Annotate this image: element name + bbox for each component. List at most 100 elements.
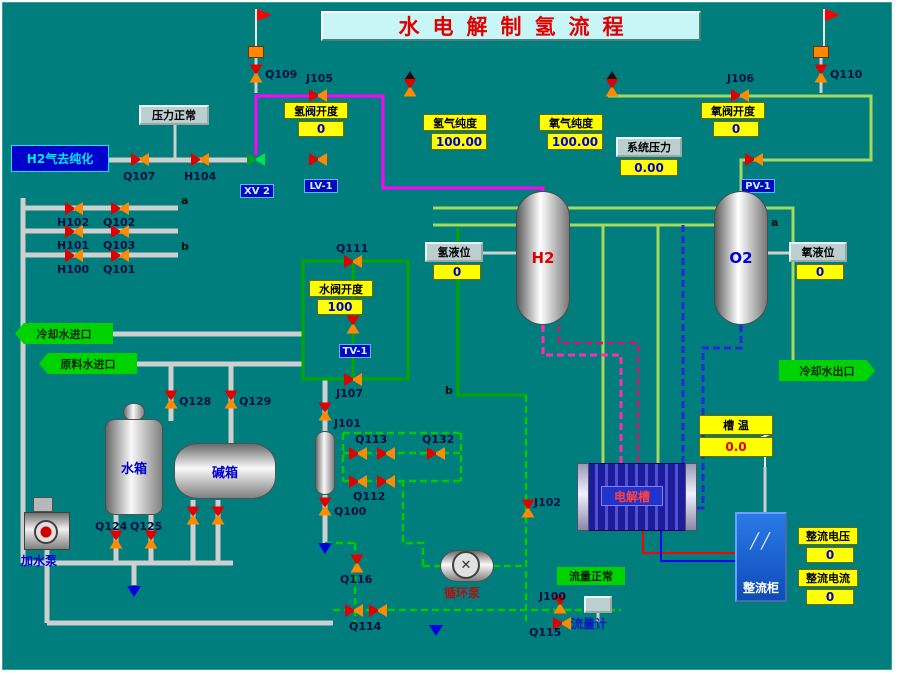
feed-pump-impeller-icon — [34, 520, 58, 544]
valve-label-j102: J102 — [534, 496, 562, 509]
system-pressure-value: 0.00 — [620, 159, 678, 176]
valve-label-q124: Q124 — [95, 520, 128, 533]
rectifier-symbol-icon: ╱╱ — [749, 532, 773, 550]
valve-q101[interactable] — [111, 249, 129, 262]
valve-j107[interactable] — [344, 373, 362, 386]
valve-q132[interactable] — [427, 447, 445, 460]
water-tank-label: 水箱 — [120, 461, 147, 477]
valve-q113-a[interactable] — [349, 447, 367, 460]
valve-j105[interactable] — [309, 89, 327, 102]
electrolyzer-endcap — [577, 463, 589, 531]
valve-h104[interactable] — [191, 153, 209, 166]
valve-j106[interactable] — [731, 89, 749, 102]
valve-label-h100: H100 — [57, 263, 90, 276]
valve-q124[interactable] — [110, 531, 123, 549]
valve-label-q113: Q113 — [355, 433, 388, 446]
valve-actuator-icon — [607, 71, 617, 79]
rectifier-label: 整流柜 — [742, 581, 779, 595]
valve-label-q116: Q116 — [340, 573, 373, 586]
o2-valve-opening-label: 氧阀开度 — [701, 102, 765, 119]
dc-cable-positive — [642, 531, 736, 554]
drain-arrow-icon — [429, 625, 443, 636]
valve-q111[interactable] — [344, 255, 362, 268]
system-pressure-label: 系统压力 — [616, 137, 682, 157]
drain-arrow-icon — [127, 586, 141, 597]
valve-label-q103: Q103 — [103, 239, 136, 252]
rectifier-cabinet[interactable]: ╱╱ 整流柜 — [735, 512, 787, 602]
electrolyzer-endcap — [685, 463, 697, 531]
h2-level-label: 氢液位 — [425, 242, 483, 262]
valve-label-j105: J105 — [306, 72, 334, 85]
valve-q125[interactable] — [145, 531, 158, 549]
rectifier-voltage-value: 0 — [806, 547, 854, 563]
valve-q112-b[interactable] — [377, 475, 395, 488]
alkali-drain-valve-1[interactable] — [187, 507, 200, 525]
o2-separator-label: O2 — [729, 249, 753, 267]
valve-j101[interactable] — [319, 403, 332, 421]
valve-q128[interactable] — [165, 391, 178, 409]
o2-separator-vessel: O2 — [714, 191, 768, 325]
valve-q115[interactable] — [553, 617, 571, 630]
circulation-pump-impeller-icon — [452, 551, 480, 579]
o2-purity-valve[interactable] — [606, 79, 619, 97]
connector-letter-b: b — [445, 384, 453, 397]
valve-label-q125: Q125 — [130, 520, 163, 533]
valve-xv2[interactable] — [247, 153, 265, 166]
h2-return-line — [541, 325, 623, 465]
cell-temp-value: 0.0 — [699, 437, 773, 457]
valve-lv1[interactable] — [309, 153, 327, 166]
flag-pole — [823, 9, 825, 49]
valve-label-h102: H102 — [57, 216, 90, 229]
connector-letter-a: a — [771, 216, 779, 229]
o2-purity-label: 氧气纯度 — [539, 114, 603, 131]
valve-q112-a[interactable] — [349, 475, 367, 488]
flag-icon — [257, 9, 272, 21]
alkali-drain-valve-2[interactable] — [212, 507, 225, 525]
alkali-tank-vessel: 碱箱 — [174, 443, 276, 499]
electrolyzer-label: 电解槽 — [601, 486, 663, 506]
valve-q114-b[interactable] — [369, 604, 387, 617]
water-valve-opening-value: 100 — [317, 299, 363, 315]
valve-h100[interactable] — [65, 249, 83, 262]
valve-q113-b[interactable] — [377, 447, 395, 460]
connector-letter-a: a — [181, 194, 189, 207]
h2-valve-opening-value: 0 — [298, 121, 344, 137]
valve-label-q110: Q110 — [830, 68, 863, 81]
feed-pump-label: 加水泵 — [21, 554, 58, 568]
o2-level-value: 0 — [796, 264, 844, 280]
valve-label-q101: Q101 — [103, 263, 136, 276]
flow-meter-device — [584, 596, 612, 613]
h2-purity-valve[interactable] — [404, 79, 417, 97]
valve-pv1[interactable] — [745, 153, 763, 166]
valve-q103[interactable] — [111, 225, 129, 238]
rectifier-voltage-label: 整流电压 — [798, 527, 858, 545]
valve-q102[interactable] — [111, 202, 129, 215]
valve-q109[interactable] — [250, 65, 263, 83]
h2-level-value: 0 — [433, 264, 481, 280]
valve-q110[interactable] — [815, 65, 828, 83]
valve-q129[interactable] — [225, 391, 238, 409]
valve-tv1[interactable] — [347, 316, 360, 334]
drain-arrow-icon — [318, 543, 332, 554]
h2-purity-value: 100.00 — [431, 133, 487, 150]
valve-q114-a[interactable] — [345, 604, 363, 617]
process-mimic: 水电解制氢流程 H2气去纯化 压力正常 Q107 H104 XV 2 LV-1 … — [2, 2, 892, 670]
alkali-tank-label: 碱箱 — [211, 465, 238, 481]
valve-j102[interactable] — [522, 500, 535, 518]
valve-q116[interactable] — [351, 555, 364, 573]
valve-label-q132: Q132 — [422, 433, 455, 446]
vent-box — [813, 46, 829, 58]
valve-label-xv2: XV 2 — [240, 184, 274, 198]
valve-label-q100: Q100 — [334, 505, 367, 518]
tag-h2-to-purification: H2气去纯化 — [11, 145, 109, 172]
valve-label-q112: Q112 — [353, 490, 386, 503]
valve-label-tv1: TV-1 — [339, 344, 371, 358]
valve-q100[interactable] — [319, 498, 332, 516]
valve-label-q129: Q129 — [239, 395, 272, 408]
valve-h101[interactable] — [65, 225, 83, 238]
tag-raw-water-inlet: 原料水进口 — [39, 353, 137, 374]
flag-icon — [825, 9, 840, 21]
valve-h102[interactable] — [65, 202, 83, 215]
valve-q107[interactable] — [131, 153, 149, 166]
